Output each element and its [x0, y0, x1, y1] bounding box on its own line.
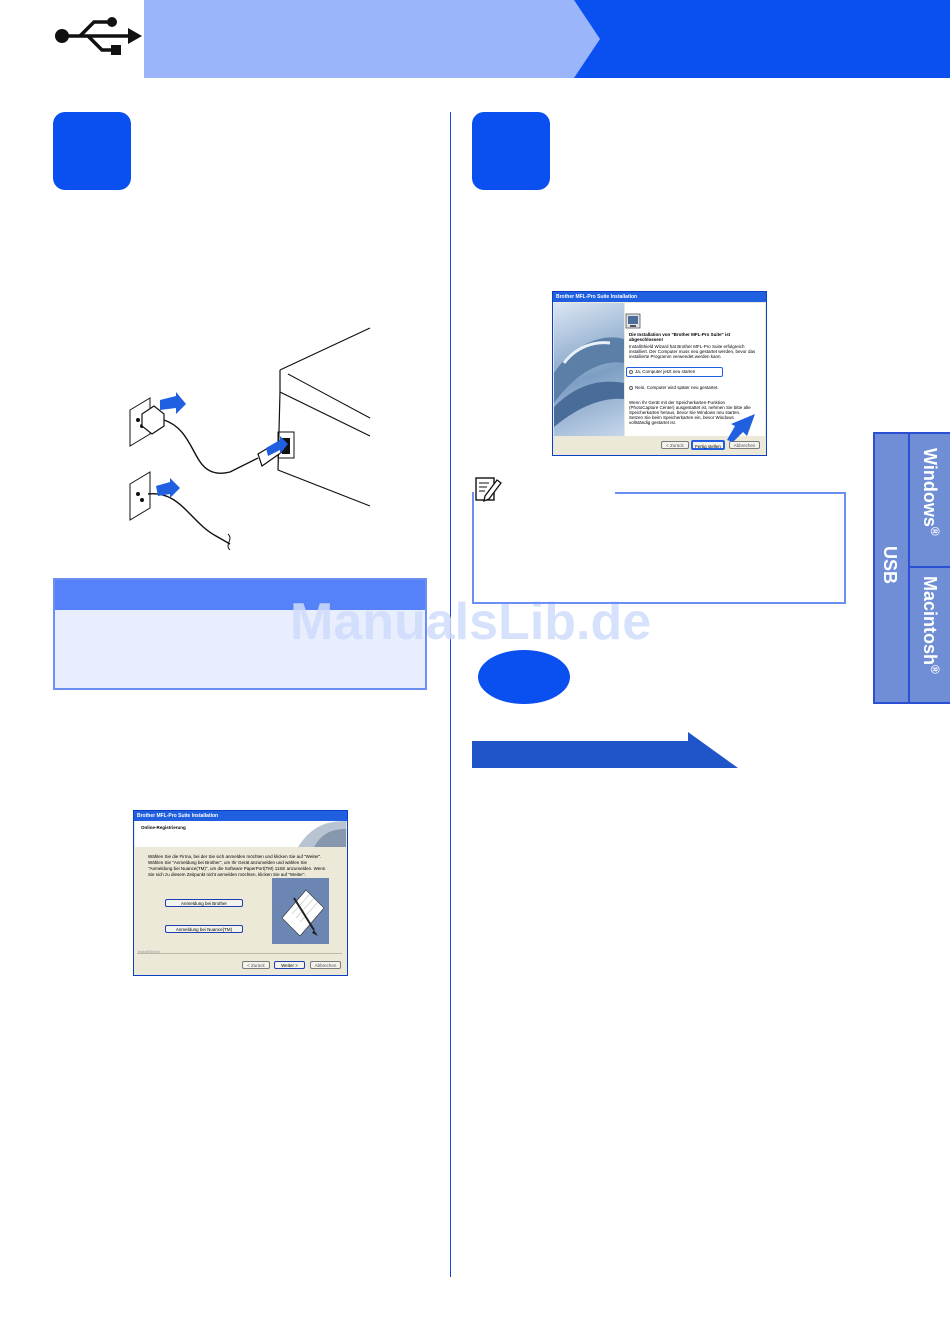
dialog-header-area: Online-Registrierung — [135, 821, 346, 847]
dialog-info-line: (PhotoCapture Center) ausgestattet ist, … — [629, 405, 751, 410]
cancel-button[interactable]: Abbrechen — [729, 441, 760, 449]
side-tab-macintosh-reg: ® — [928, 665, 942, 674]
side-tab-usb: USB — [875, 434, 908, 702]
header-band-light — [144, 0, 574, 78]
dialog-side-graphic — [554, 303, 624, 436]
dialog-text-line: Sie sich zu diesem Zeitpunkt nicht anmel… — [148, 872, 306, 877]
step-number-box-left — [53, 112, 131, 190]
header-band-dark — [560, 0, 950, 78]
restart-later-label: Nein, Computer wird später neu gestartet… — [635, 385, 719, 390]
dialog-heading: Online-Registrierung — [141, 825, 186, 830]
restart-now-radio[interactable] — [629, 370, 633, 374]
dialog-text-line: Wählen Sie die Firma, bei der Sie sich a… — [148, 854, 322, 859]
column-divider — [450, 112, 451, 1277]
setup-icon — [625, 313, 641, 329]
register-nuance-button[interactable]: Anmeldung bei Nuance(TM) — [165, 925, 243, 933]
dialog-title: Brother MFL-Pro Suite Installation — [553, 292, 766, 302]
note-pencil-icon — [475, 477, 502, 503]
online-registration-dialog: Brother MFL-Pro Suite Installation Onlin… — [133, 810, 348, 976]
hint-box-header — [55, 580, 425, 610]
side-tab-macintosh: Macintosh® — [910, 568, 950, 702]
dialog-info-line: Speicherkarten heraus, bevor Sie Windows… — [629, 410, 741, 415]
dialog-wave-graphic — [554, 337, 624, 427]
document-pen-icon — [272, 878, 329, 944]
dialog-text-line: installierte Programm verwendet werden k… — [629, 354, 722, 359]
dialog-title: Brother MFL-Pro Suite Installation — [134, 811, 347, 821]
dialog-heading: abgeschlossen! — [629, 337, 664, 342]
restart-now-label: Ja, Computer jetzt neu starten — [635, 369, 696, 374]
next-step-arrow — [472, 732, 738, 768]
next-button[interactable]: Weiter > — [274, 961, 305, 969]
dialog-heading: Die Installation von "Brother MFL-Pro Su… — [629, 332, 731, 337]
finish-button[interactable]: Fertig stellen — [691, 440, 725, 450]
back-button[interactable]: < Zurück — [661, 441, 689, 449]
dialog-text-line: installiert. Der Computer muss neu gesta… — [629, 349, 756, 354]
finish-badge — [478, 650, 570, 704]
side-tab-windows-label: Windows — [920, 448, 940, 527]
step-number-box-right — [472, 112, 550, 190]
header-chevron — [560, 0, 600, 78]
note-box-top-border — [615, 492, 846, 494]
note-box — [472, 492, 846, 604]
dialog-info-line: vollständig gestartet ist. — [629, 420, 677, 425]
dialog-separator — [137, 953, 342, 954]
dialog-text-line: Wählen Sie "Anmeldung bei Brother", um I… — [148, 860, 308, 865]
dialog-footer-label: InstallShield — [138, 949, 160, 954]
register-brother-button[interactable]: Anmeldung bei Brother — [165, 899, 243, 907]
selected-option-highlight — [626, 367, 723, 377]
pointer-arrow-icon — [727, 414, 755, 442]
dialog-info-line: Wenn Ihr Gerät mit der Speicherkarten-Fu… — [629, 400, 725, 405]
hint-box — [53, 578, 427, 690]
dialog-info-line: Setzen Sie beim Speicherkarten ein, bevo… — [629, 415, 734, 420]
dialog-content: Die Installation von "Brother MFL-Pro Su… — [625, 303, 765, 436]
dialog-text-line: InstallShield Wizard hat Brother MFL-Pro… — [629, 344, 745, 349]
side-tab-macintosh-label: Macintosh — [920, 576, 940, 666]
power-cord-illustration — [129, 327, 371, 550]
side-tab-usb-label: USB — [880, 546, 900, 585]
side-tab-windows: Windows® — [910, 434, 950, 566]
dialog-header-graphic — [298, 821, 346, 847]
dialog-text-line: "Anmeldung bei Nuance(TM)", um die Softw… — [148, 866, 326, 871]
usb-icon — [55, 17, 142, 55]
installation-complete-dialog: Brother MFL-Pro Suite Installation Die I… — [552, 291, 767, 456]
cancel-button[interactable]: Abbrechen — [310, 961, 341, 969]
back-button[interactable]: < Zurück — [242, 961, 270, 969]
restart-later-radio[interactable] — [629, 386, 633, 390]
side-tab-windows-reg: ® — [928, 526, 942, 536]
